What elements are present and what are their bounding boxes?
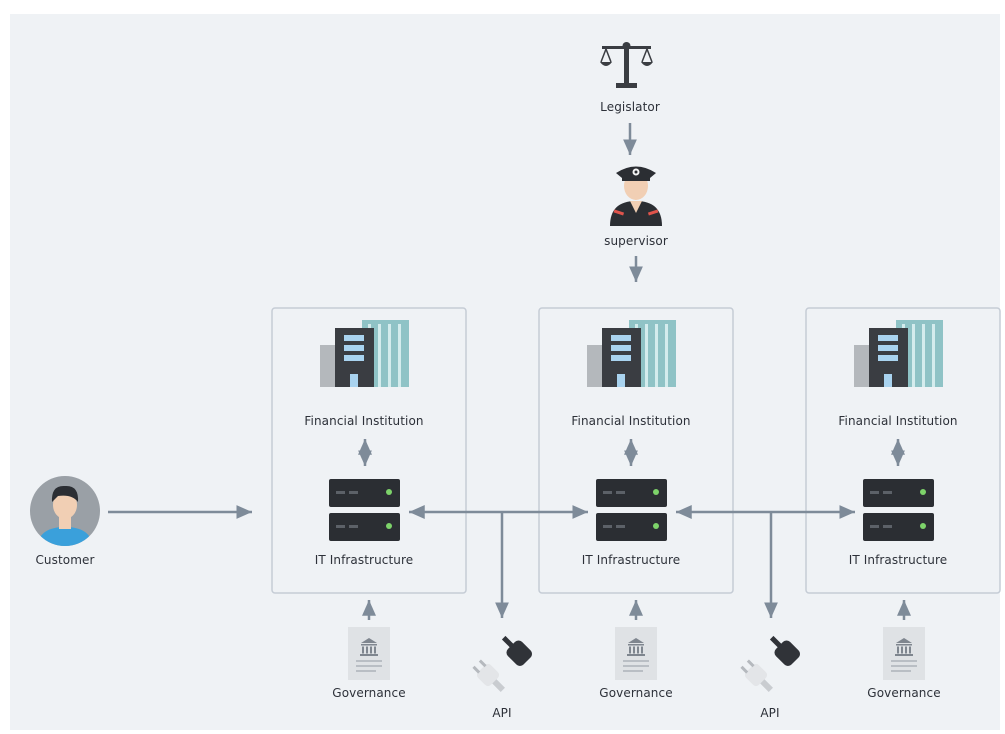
supervisor-label: supervisor [604, 234, 668, 248]
building-icon [854, 320, 943, 387]
person-avatar-icon [30, 476, 100, 546]
api-label: API [760, 706, 780, 720]
it-infrastructure-label: IT Infrastructure [314, 553, 414, 567]
api-label: API [492, 706, 512, 720]
customer-label: Customer [35, 553, 95, 567]
governance-label: Governance [867, 686, 941, 700]
financial-institution-label: Financial Institution [571, 414, 691, 428]
building-icon [320, 320, 409, 387]
plug-icon [470, 630, 535, 697]
server-icon [863, 479, 934, 541]
institution-box-2 [538, 307, 734, 594]
legislator-label: Legislator [600, 100, 660, 114]
police-officer-icon [610, 166, 662, 226]
scales-icon [600, 42, 653, 88]
governance-label: Governance [599, 686, 673, 700]
server-icon [596, 479, 667, 541]
financial-institution-label: Financial Institution [838, 414, 958, 428]
building-icon [587, 320, 676, 387]
governance-document-icon [883, 627, 925, 680]
it-infrastructure-label: IT Infrastructure [581, 553, 681, 567]
plug-icon [738, 630, 803, 697]
governance-document-icon [348, 627, 390, 680]
financial-institution-label: Financial Institution [304, 414, 424, 428]
governance-label: Governance [332, 686, 406, 700]
governance-document-icon [615, 627, 657, 680]
institution-box-1 [271, 307, 467, 594]
server-icon [329, 479, 400, 541]
it-infrastructure-label: IT Infrastructure [848, 553, 948, 567]
institution-box-3 [805, 307, 1001, 594]
